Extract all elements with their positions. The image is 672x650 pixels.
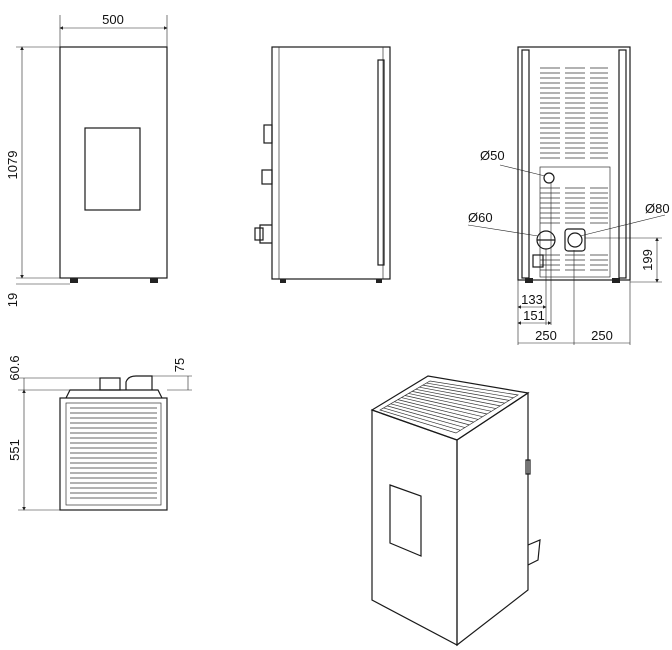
flue-80-label: Ø80: [645, 201, 670, 216]
grille-slat: [394, 401, 474, 423]
grille-slat: [408, 393, 492, 412]
depth-dimension: 551: [7, 439, 22, 461]
offset-133-dimension: 133: [521, 292, 543, 307]
grille-slat: [412, 391, 496, 409]
offset-151-dimension: 151: [523, 308, 545, 323]
half-width-right-dimension: 250: [591, 328, 613, 343]
grille-slat: [419, 386, 505, 404]
flue-50-label: Ø50: [480, 148, 505, 163]
grille-slat: [404, 395, 488, 415]
top-view: 60.6 551 75: [7, 355, 192, 511]
grille-slat: [383, 407, 461, 431]
grille-slat: [397, 399, 479, 420]
grille-slat: [390, 403, 470, 426]
foot-dimension: 19: [5, 293, 20, 307]
grille-slat: [387, 405, 465, 428]
width-dimension: 500: [102, 12, 124, 27]
back-view: Ø50 Ø60 Ø80 199 133 151 250 250: [467, 46, 670, 345]
grille-slat: [401, 397, 483, 418]
iso-window: [389, 484, 422, 557]
grille-slat: [415, 388, 501, 407]
rear-offset-dimension: 60.6: [7, 355, 22, 380]
flue-60-label: Ø60: [468, 210, 493, 225]
outlet-dimension: 75: [172, 358, 187, 372]
front-window: [84, 127, 141, 211]
grille-slat: [422, 384, 510, 401]
side-view: [254, 46, 391, 283]
half-width-left-dimension: 250: [535, 328, 557, 343]
height-dimension: 1079: [5, 151, 20, 180]
grille-slat: [426, 382, 514, 399]
outlet-height-dimension: 199: [640, 249, 655, 271]
front-view: 500 1079 19: [5, 12, 168, 307]
isometric-view: [370, 375, 541, 647]
